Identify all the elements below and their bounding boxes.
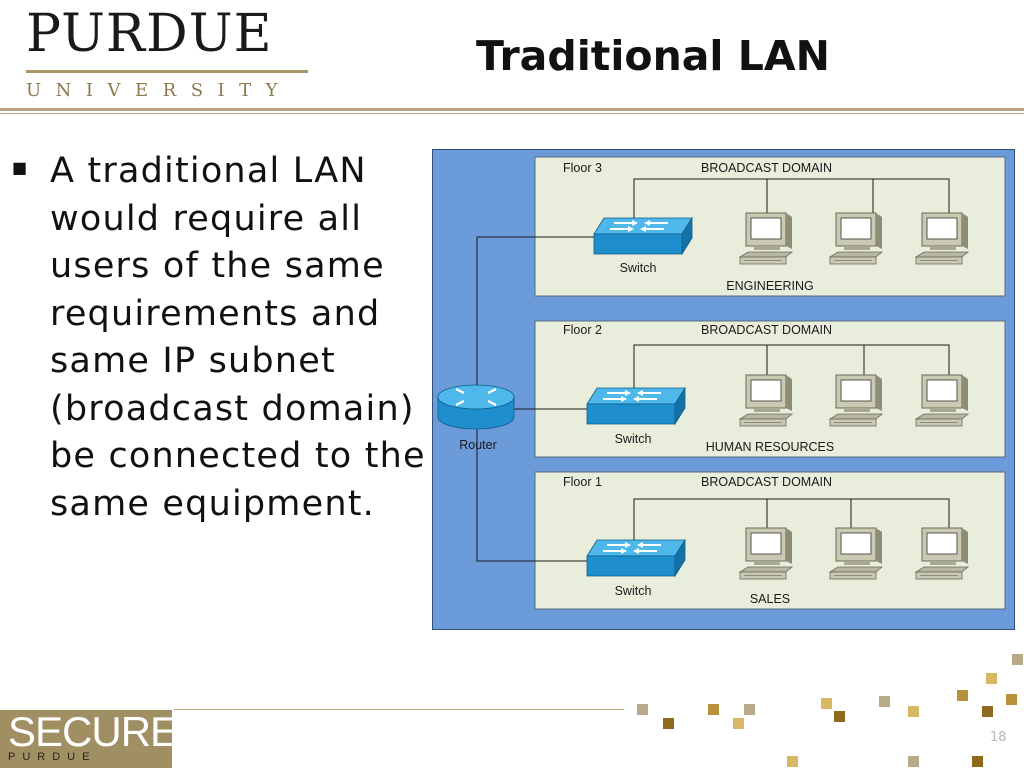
bullet-line: users of the same xyxy=(50,246,385,286)
floor-2-domain-label: BROADCAST DOMAIN xyxy=(701,323,832,337)
router-label: Router xyxy=(459,438,497,452)
bullet-line: (broadcast domain) xyxy=(50,388,415,429)
floor-1-pc-2 xyxy=(829,527,883,580)
bullet-line: same IP subnet xyxy=(50,341,336,381)
purdue-logo-subtitle: UNIVERSITY xyxy=(26,80,293,101)
floor-3-switch xyxy=(593,217,693,255)
router-icon xyxy=(437,384,515,430)
floor-3-switch-label: Switch xyxy=(620,261,657,275)
floor-1-label: Floor 1 xyxy=(563,475,602,489)
floor-1-switch xyxy=(586,539,686,577)
bullet-line: A traditional LAN xyxy=(50,151,367,191)
floor-2-department: HUMAN RESOURCES xyxy=(706,440,835,454)
header-divider-thin xyxy=(0,113,1024,114)
secure-logo-wordmark: SECURE xyxy=(8,708,178,755)
floor-2-pc-3 xyxy=(915,374,969,427)
floor-1-switch-label: Switch xyxy=(615,584,652,598)
bullet-line: same equipment. xyxy=(50,483,375,524)
bullet-line: be connected to the xyxy=(50,436,426,476)
page-number: 18 xyxy=(990,730,1007,745)
network-diagram: Router Floor 3 BROADCAST DOMAIN Switch E… xyxy=(432,149,1015,630)
header-divider xyxy=(0,108,1024,111)
floor-3-department: ENGINEERING xyxy=(726,279,814,293)
footer-divider xyxy=(174,709,624,710)
purdue-logo-wordmark: PURDUE xyxy=(26,4,273,64)
secure-purdue-logo xyxy=(0,710,172,768)
bullet-text: A traditional LAN would require all user… xyxy=(50,148,445,528)
floor-2-switch xyxy=(586,387,686,425)
bullet-line: would require all xyxy=(50,198,363,239)
floor-3-pc-3 xyxy=(915,212,969,265)
floor-1-domain-label: BROADCAST DOMAIN xyxy=(701,475,832,489)
floor-2-pc-2 xyxy=(829,374,883,427)
floor-1-department: SALES xyxy=(750,592,790,606)
floor-2-label: Floor 2 xyxy=(563,323,602,337)
logo-rule xyxy=(26,70,308,73)
floor-2-pc-1 xyxy=(739,374,793,427)
floor-3-domain-label: BROADCAST DOMAIN xyxy=(701,161,832,175)
floor-1-pc-3 xyxy=(915,527,969,580)
floor-3-pc-1 xyxy=(739,212,793,265)
floor-1-pc-1 xyxy=(739,527,793,580)
floor-3-label: Floor 3 xyxy=(563,161,602,175)
slide-title: Traditional LAN xyxy=(476,32,830,80)
floor-2-switch-label: Switch xyxy=(615,432,652,446)
secure-logo-subtitle: PURDUE xyxy=(8,751,97,763)
bullet-line: requirements and xyxy=(50,293,381,334)
floor-3-pc-2 xyxy=(829,212,883,265)
bullet-square-icon: ■ xyxy=(12,158,28,177)
